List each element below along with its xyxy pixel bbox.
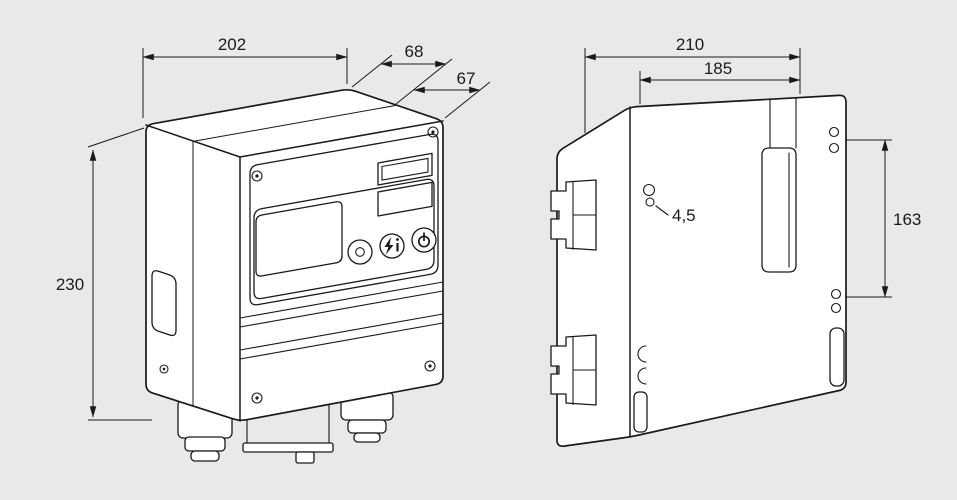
front-panel bbox=[249, 133, 439, 306]
dim-depth-door-label: 67 bbox=[457, 69, 476, 88]
dimension-rear-hole-spacing-height: 163 bbox=[845, 139, 921, 298]
dimension-rear-hole-spacing-width: 185 bbox=[639, 59, 801, 104]
screw bbox=[251, 392, 263, 404]
mounting-holes-top-right bbox=[828, 126, 840, 154]
side-label-window bbox=[151, 270, 177, 337]
info-lightning-icon bbox=[384, 237, 399, 255]
dimension-front-height: 230 bbox=[56, 127, 152, 421]
dim-depth-housing-label: 68 bbox=[405, 42, 424, 61]
dim-rear-hole-spacing-v-label: 163 bbox=[893, 210, 921, 229]
mounting-hole-left bbox=[642, 183, 656, 207]
screw bbox=[427, 126, 439, 138]
cable-hooks-bottom-left bbox=[633, 345, 648, 433]
door-seam bbox=[192, 104, 397, 407]
rear-housing-outline bbox=[556, 94, 847, 448]
dimension-rear-width: 210 bbox=[584, 35, 801, 133]
reset-icon bbox=[355, 247, 365, 257]
mounting-clip-bottom bbox=[550, 334, 597, 406]
mounting-clip-top bbox=[550, 179, 597, 251]
dimension-depth-door: 67 bbox=[413, 69, 491, 119]
cover-ridges bbox=[239, 281, 444, 360]
screw bbox=[424, 360, 436, 372]
side-screw bbox=[159, 364, 169, 374]
dim-rear-hole-spacing-h-label: 185 bbox=[704, 59, 732, 78]
power-icon bbox=[417, 232, 431, 248]
power-button bbox=[411, 227, 437, 253]
dim-rear-width-label: 210 bbox=[676, 35, 704, 54]
keyhole-slot bbox=[761, 96, 797, 273]
main-display bbox=[255, 201, 343, 277]
seven-segment-display bbox=[377, 152, 433, 186]
dim-front-width-label: 202 bbox=[218, 35, 246, 54]
dimension-hole-diameter: 4,5 bbox=[655, 205, 696, 225]
info-button bbox=[379, 233, 405, 259]
dimension-depth-housing: 68 bbox=[351, 42, 453, 105]
dim-front-height-label: 230 bbox=[56, 275, 84, 294]
screw bbox=[251, 170, 263, 182]
mounting-rail bbox=[242, 404, 334, 464]
mounting-holes-bottom-right bbox=[829, 288, 845, 387]
dimension-front-width: 202 bbox=[142, 35, 348, 118]
rear-view: 210 185 4,5 163 bbox=[550, 35, 921, 448]
reset-button bbox=[347, 239, 373, 265]
dim-hole-diameter-label: 4,5 bbox=[672, 206, 696, 225]
corner-screws bbox=[251, 126, 439, 404]
label-window bbox=[377, 181, 433, 217]
front-isometric-view: 202 230 68 67 bbox=[56, 35, 491, 464]
